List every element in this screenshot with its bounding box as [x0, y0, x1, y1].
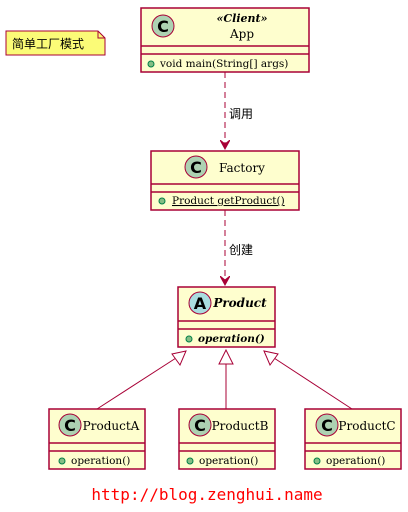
- factory-class-name: Factory: [219, 161, 265, 175]
- class-icon: [184, 155, 208, 179]
- factory-method: Product getProduct(): [172, 195, 285, 207]
- edge-productc-product: [263, 350, 353, 410]
- product-method: operation(): [198, 333, 265, 345]
- edge-label-create: 创建: [229, 243, 253, 257]
- product-b-method: operation(): [199, 455, 258, 467]
- class-icon-letter: C: [190, 158, 202, 177]
- note-text: 简单工厂模式: [12, 37, 84, 51]
- class-icon: [151, 14, 175, 38]
- watermark-url: http://blog.zenghui.name: [91, 485, 322, 504]
- class-product-c[interactable]: C ProductC operation(): [304, 408, 402, 470]
- edge-producta-product: [96, 350, 187, 410]
- class-icon: [188, 413, 212, 437]
- app-class-name: App: [229, 27, 254, 41]
- edge-factory-product: 创建: [225, 210, 253, 285]
- app-stereotype: «Client»: [217, 12, 268, 25]
- edge-label-call: 调用: [229, 107, 253, 121]
- class-app[interactable]: C «Client» App void main(String[] args): [140, 7, 310, 73]
- class-product-b[interactable]: C ProductB operation(): [178, 408, 276, 470]
- app-method: void main(String[] args): [159, 58, 288, 70]
- public-method-icon: [58, 457, 66, 465]
- public-method-icon: [186, 457, 194, 465]
- class-icon-letter: A: [194, 294, 207, 313]
- diagram-note: 简单工厂模式: [5, 30, 106, 56]
- class-icon-letter: C: [64, 416, 76, 435]
- product-a-method: operation(): [71, 455, 130, 467]
- class-icon-letter: C: [157, 17, 169, 36]
- public-method-icon: [147, 60, 155, 68]
- class-icon-letter: C: [194, 416, 206, 435]
- public-method-icon: [185, 335, 193, 343]
- product-c-method: operation(): [326, 455, 385, 467]
- product-class-name: Product: [212, 296, 267, 310]
- public-method-icon: [158, 197, 166, 205]
- edge-app-factory: 调用: [225, 72, 253, 149]
- product-b-class-name: ProductB: [212, 419, 269, 433]
- class-icon: [315, 413, 339, 437]
- product-a-class-name: ProductA: [83, 419, 140, 433]
- class-product[interactable]: A Product operation(): [177, 286, 276, 348]
- edge-productb-product: [218, 348, 234, 409]
- class-factory[interactable]: C Factory Product getProduct(): [150, 150, 300, 211]
- product-c-class-name: ProductC: [338, 419, 395, 433]
- public-method-icon: [313, 457, 321, 465]
- class-icon: [58, 413, 82, 437]
- class-icon-letter: C: [321, 416, 333, 435]
- abstract-class-icon: [188, 291, 212, 315]
- class-product-a[interactable]: C ProductA operation(): [48, 408, 146, 470]
